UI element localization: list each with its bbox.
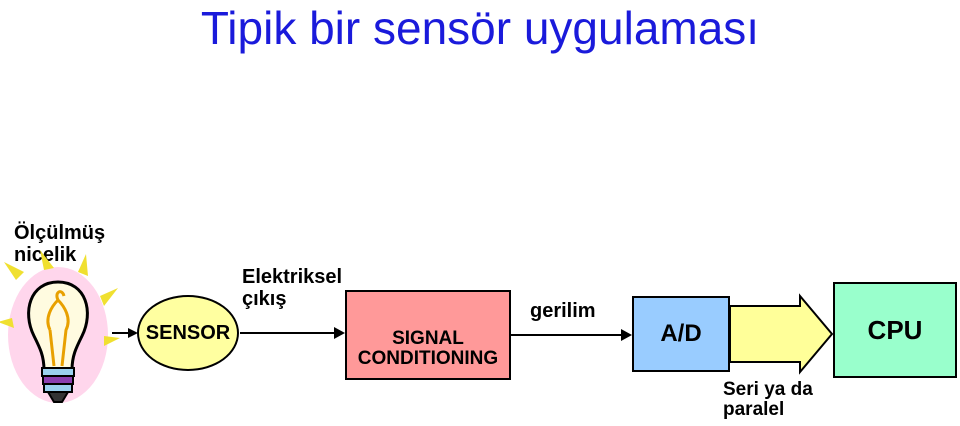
ad-label: A/D (660, 320, 702, 347)
sensor-block: SENSOR (137, 295, 239, 371)
sensor-label: SENSOR (145, 321, 231, 344)
serial-parallel-line1: Seri ya da (723, 379, 813, 400)
serial-parallel-line2: paralel (723, 399, 785, 420)
signal-conditioning-block: SIGNAL CONDITIONING (345, 290, 511, 380)
serial-parallel-label: Seri ya da paralel (723, 380, 813, 420)
cpu-block: CPU (833, 282, 957, 378)
light-bulb-icon (0, 250, 120, 403)
electrical-output-line1: Elektriksel (242, 266, 343, 288)
cpu-label: CPU (867, 314, 923, 345)
voltage-label: gerilim (530, 300, 596, 322)
ad-converter-block: A/D (632, 296, 730, 372)
arrow-sensor-to-signal (240, 327, 345, 339)
arrow-signal-to-ad (511, 329, 632, 341)
measured-quantity-line1: Ölçülmüş (14, 222, 106, 244)
page-title: Tipik bir sensör uygulaması (200, 2, 760, 54)
bus-arrow-ad-to-cpu (729, 293, 834, 375)
signal-conditioning-line1: SIGNAL (392, 328, 464, 349)
measured-quantity-line2: nicelik (14, 244, 77, 266)
signal-conditioning-line2: CONDITIONING (357, 348, 499, 369)
measured-quantity-label: Ölçülmüş nicelik (14, 222, 105, 266)
arrow-bulb-to-sensor (112, 328, 138, 338)
electrical-output-label: Elektriksel çıkış (242, 266, 342, 310)
electrical-output-line2: çıkış (242, 288, 287, 310)
